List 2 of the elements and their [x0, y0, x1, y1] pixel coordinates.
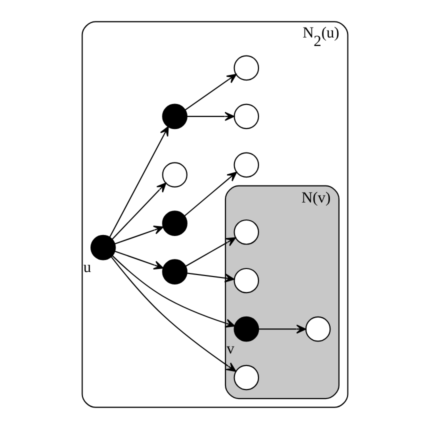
node-label: u	[83, 259, 92, 276]
node-label: v	[226, 340, 234, 358]
